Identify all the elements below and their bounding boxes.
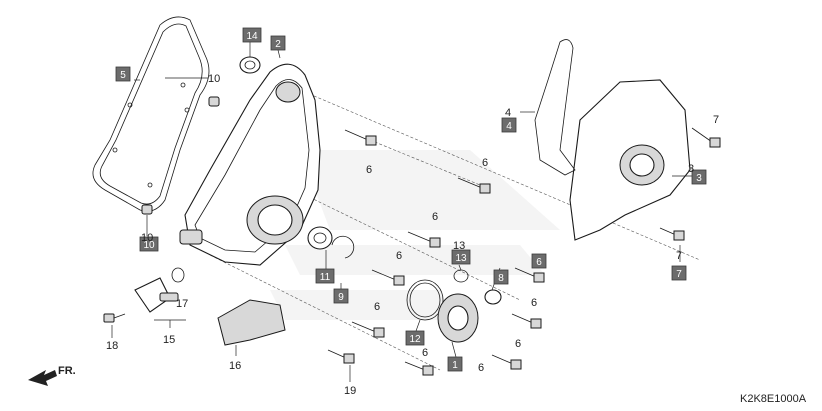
oil-seal	[239, 56, 261, 74]
callout-box-6: 6	[531, 253, 547, 269]
ref-6i: 6	[478, 362, 484, 374]
sprocket-cover	[569, 79, 691, 241]
callout-box-11: 11	[315, 268, 335, 284]
svg-text:10: 10	[143, 240, 155, 251]
bolt-19	[327, 349, 355, 364]
ref-6d: 6	[396, 250, 402, 262]
ref-7a: 7	[713, 114, 719, 126]
sensor-bolt	[103, 313, 126, 323]
svg-text:5: 5	[120, 70, 126, 81]
cover-gasket	[92, 16, 210, 212]
bolt-6f	[514, 267, 545, 283]
svg-text:1: 1	[452, 360, 458, 371]
speed-sensor	[134, 277, 179, 313]
callout-box-2: 2	[270, 35, 286, 51]
ref-6h: 6	[422, 347, 428, 359]
svg-text:9: 9	[338, 292, 344, 303]
direction-label: FR.	[58, 365, 76, 377]
ref-3: 3	[688, 163, 694, 175]
cover-bracket	[534, 39, 576, 176]
dowel-pin-upper	[208, 96, 220, 107]
sensor-o-ring	[171, 267, 185, 283]
svg-text:13: 13	[455, 253, 467, 264]
callout-box-3: 3	[691, 169, 707, 185]
svg-text:8: 8	[498, 273, 504, 284]
ref-6c: 6	[432, 211, 438, 223]
svg-text:4: 4	[506, 121, 512, 132]
bolt-6g	[511, 313, 542, 329]
bolt-6d	[371, 269, 405, 286]
filler-cap	[484, 289, 502, 305]
reference-numbers: 3 4 6 6 6 6 6 6 6 6 6 7 7 10 10 13 15 16…	[106, 73, 719, 397]
bolt-6a	[344, 129, 377, 146]
ref-10b: 10	[141, 232, 153, 244]
front-direction-arrow: FR.	[28, 365, 76, 386]
o-ring	[406, 279, 444, 321]
callout-box-9: 9	[333, 288, 349, 304]
bolt-7a	[691, 127, 721, 148]
ref-6f: 6	[531, 297, 537, 309]
svg-text:12: 12	[409, 334, 421, 345]
callout-box-10: 10	[139, 236, 159, 252]
ref-10a: 10	[208, 73, 220, 85]
pulse-cover	[437, 293, 479, 343]
callout-box-8: 8	[493, 269, 509, 285]
bolt-6c	[407, 231, 441, 248]
callout-box-1: 1	[447, 356, 463, 372]
ref-13: 13	[453, 240, 465, 252]
ref-6b: 6	[482, 157, 488, 169]
bolt-6e	[351, 321, 385, 338]
ref-7b: 7	[676, 250, 682, 262]
ref-16: 16	[229, 360, 241, 372]
bolt-7b	[659, 227, 685, 241]
bolt-6b	[457, 177, 491, 194]
watermark-wing-logo	[270, 150, 560, 320]
svg-text:6: 6	[536, 257, 542, 268]
ref-18: 18	[106, 340, 118, 352]
leader-lines	[111, 42, 692, 382]
bearing	[307, 226, 333, 250]
ref-6e: 6	[374, 301, 380, 313]
bolt-6i	[404, 361, 434, 376]
ref-6a: 6	[366, 164, 372, 176]
ref-15: 15	[163, 334, 175, 346]
assembly-lines	[209, 89, 701, 371]
ref-19: 19	[344, 385, 356, 397]
ref-17: 17	[176, 298, 188, 310]
svg-text:3: 3	[696, 173, 702, 184]
left-crankcase-cover	[179, 63, 321, 266]
bolt-6h	[491, 354, 522, 370]
dowel-pin-lower	[141, 204, 153, 215]
callout-box-5: 5	[115, 66, 131, 82]
svg-text:7: 7	[676, 269, 682, 280]
svg-text:2: 2	[275, 39, 281, 50]
ref-4: 4	[505, 107, 511, 119]
callout-box-4: 4	[501, 117, 517, 133]
diagram-code: K2K8E1000A	[740, 393, 807, 405]
flange-bolts	[327, 127, 721, 376]
svg-text:11: 11	[320, 272, 331, 283]
callout-box-13: 13	[451, 249, 471, 265]
callout-box-12: 12	[405, 330, 425, 346]
chain-guard	[217, 299, 286, 346]
snap-ring	[331, 235, 355, 259]
svg-text:14: 14	[246, 31, 258, 42]
ref-6g: 6	[515, 338, 521, 350]
callout-box-7: 7	[671, 265, 687, 281]
callout-box-14: 14	[242, 27, 262, 43]
